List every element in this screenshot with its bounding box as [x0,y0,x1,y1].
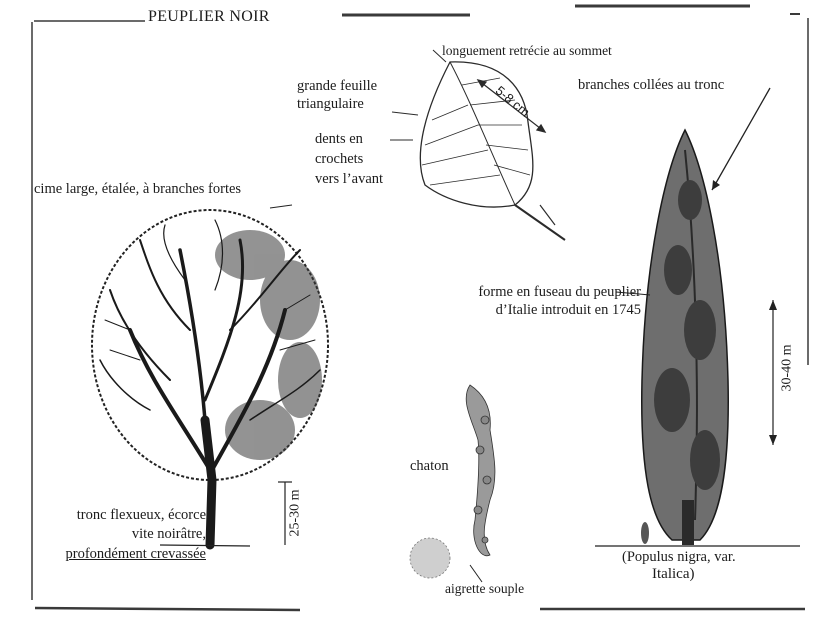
catkin-drawing [410,385,495,582]
label-height-italica: 30-40 m [780,344,796,391]
label-fusiform-line1: forme en fuseau du peuplier [478,283,641,301]
label-trunk-line1: tronc flexueux, écorce [77,506,206,524]
label-teeth-line2: crochets [315,150,363,168]
label-teeth-line1: dents en [315,130,363,148]
label-trunk-line2: vite noirâtre, [132,525,206,543]
label-leaf-shape-line2: triangulaire [297,95,364,113]
label-crown: cime large, étalée, à branches fortes [34,180,241,198]
label-variety-line2: Italica) [652,565,694,583]
label-seed-tuft: aigrette souple [445,580,524,598]
page-title: PEUPLIER NOIR [148,8,270,26]
label-height-black-poplar: 25-30 m [288,489,304,536]
leaf-drawing [390,50,565,240]
label-branches: branches collées au tronc [578,76,724,94]
label-catkin: chaton [410,457,449,475]
label-leaf-apex: longuement retrécie au sommet [442,42,612,60]
label-leaf-shape-line1: grande feuille [297,77,377,95]
label-trunk-line3: profondément crevassée [65,545,206,563]
label-teeth-line3: vers l’avant [315,170,383,188]
label-fusiform-line2: d’Italie introduit en 1745 [496,301,641,319]
label-variety-line1: (Populus nigra, var. [622,548,736,566]
